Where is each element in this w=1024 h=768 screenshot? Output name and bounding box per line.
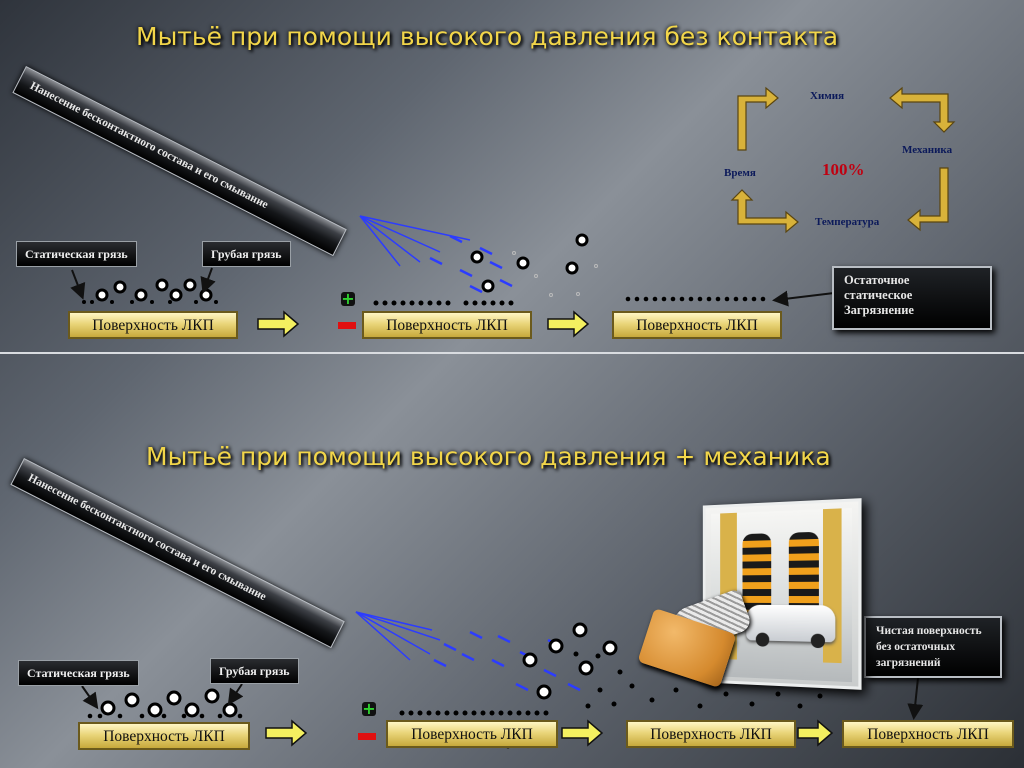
top-surface-1: Поверхность ЛКП bbox=[68, 311, 238, 339]
arrow-right-icon bbox=[265, 719, 834, 747]
bottom-surface-3: Поверхность ЛКП bbox=[626, 720, 796, 748]
top-static-dirt-label: Статическая грязь bbox=[16, 241, 137, 267]
top-surface-3: Поверхность ЛКП bbox=[612, 311, 782, 339]
cycle-percent: 100% bbox=[822, 160, 865, 179]
top-static-dirt bbox=[82, 300, 218, 304]
bottom-residue-2 bbox=[399, 710, 549, 749]
cycle-time: Время bbox=[724, 167, 756, 179]
bottom-spray-fan bbox=[355, 611, 441, 661]
bottom-surface-4: Поверхность ЛКП bbox=[842, 720, 1014, 748]
plus-icon: + bbox=[362, 699, 376, 718]
section-divider bbox=[0, 352, 1024, 354]
cycle-chemistry: Химия bbox=[810, 90, 845, 102]
minus-icon bbox=[338, 322, 356, 329]
plus-icon: + bbox=[341, 289, 355, 308]
bottom-static-dirt-label: Статическая грязь bbox=[18, 660, 139, 686]
top-dirt-particles bbox=[470, 233, 589, 293]
bottom-surface-2: Поверхность ЛКП bbox=[386, 720, 558, 748]
minus-icon bbox=[358, 733, 376, 740]
top-residue-2 bbox=[373, 300, 514, 306]
cycle-mechanics: Механика bbox=[902, 144, 953, 156]
cycle-temperature: Температура bbox=[815, 216, 880, 228]
bottom-surface-1: Поверхность ЛКП bbox=[78, 722, 250, 750]
bottom-coarse-dirt bbox=[100, 688, 238, 718]
top-coarse-dirt bbox=[95, 278, 213, 302]
bottom-dirt-particles bbox=[522, 622, 618, 700]
bottom-static-dirt bbox=[87, 713, 243, 719]
top-coarse-dirt-label: Грубая грязь bbox=[202, 241, 291, 267]
top-spray-fan bbox=[359, 215, 471, 267]
bottom-flying-specks bbox=[573, 651, 823, 709]
arrow-right-icon bbox=[257, 310, 590, 338]
cycle-arrow-icon bbox=[730, 86, 956, 234]
residual-contamination-note: Остаточное статическое Загрязнение bbox=[832, 266, 992, 330]
top-surface-2: Поверхность ЛКП bbox=[362, 311, 532, 339]
bottom-title: Мытьё при помощи высокого давления + мех… bbox=[146, 442, 831, 471]
bottom-coarse-dirt-label: Грубая грязь bbox=[210, 658, 299, 684]
top-residue-3 bbox=[625, 296, 766, 302]
top-spray-dashes bbox=[429, 234, 513, 294]
clean-surface-note: Чистая поверхность без остаточных загряз… bbox=[864, 616, 1002, 678]
top-title: Мытьё при помощи высокого давления без к… bbox=[136, 22, 839, 51]
